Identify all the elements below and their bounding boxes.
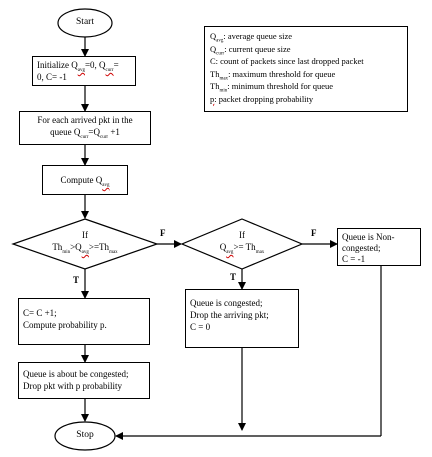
start-label: Start xyxy=(76,17,94,27)
congested-box: Queue is congested; Drop the arriving pk… xyxy=(185,289,299,348)
drop-probability-box: Queue is about be congested; Drop pkt wi… xyxy=(18,362,150,399)
legend-item: Thmax: maximum threshold for queue xyxy=(210,68,336,82)
decision-2-text: If Qavg>= Thmax xyxy=(219,230,265,255)
legend-item: p: packet dropping probability xyxy=(210,93,314,104)
legend-item: C: count of packets since last dropped p… xyxy=(210,56,364,66)
compute-average-box: Compute Qavg xyxy=(42,165,128,195)
increment-count-box: C= C +1; Compute probability p. xyxy=(18,298,150,345)
legend-item: Qcurr: current queue size xyxy=(210,43,291,57)
arrived-packet-box: For each arrived pkt in the queue Qcurr=… xyxy=(19,111,151,145)
decision-1-false-label: F xyxy=(160,228,166,238)
decision-2-false-label: F xyxy=(311,228,317,238)
stop-label: Stop xyxy=(76,430,94,440)
legend-box: Qavg: average queue size Qcurr: current … xyxy=(204,26,408,112)
non-congested-box: Queue is Non- congested; C = -1 xyxy=(337,228,421,266)
initialize-box: Initialize Qavg=0, Qcurr= 0, C= -1 xyxy=(32,56,136,86)
decision-2-true-label: T xyxy=(230,272,237,282)
decision-1-text: If Thmin>Qavg>=Thmax xyxy=(52,230,118,255)
legend-item: Qavg: average queue size xyxy=(210,31,293,44)
decision-1-true-label: T xyxy=(73,275,80,285)
legend-item: Thmin: minimum threshold for queue xyxy=(210,81,333,94)
